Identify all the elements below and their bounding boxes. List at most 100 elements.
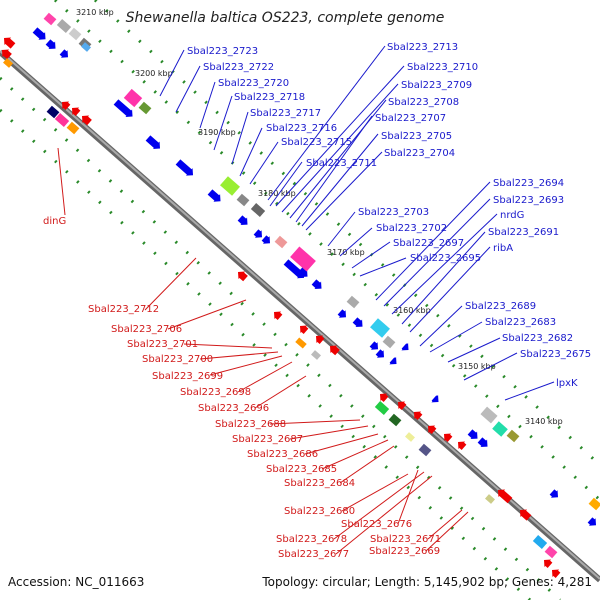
label-connector — [167, 299, 247, 330]
gene-label[interactable]: Sbal223_2710 — [407, 62, 478, 73]
label-connector — [401, 231, 486, 325]
forward-gene-arrow — [467, 429, 478, 440]
gene-label[interactable]: dinG — [43, 216, 66, 227]
bottom-label-connectors — [57, 147, 469, 555]
gene-label[interactable]: Sbal223_2689 — [465, 301, 536, 312]
gene-features — [2, 12, 600, 578]
tick-label: 3190 kbp — [198, 128, 236, 137]
gene-label[interactable]: Sbal223_2696 — [198, 403, 269, 414]
kbp-ticks: 3210 kbp 3200 kbp 3190 kbp 3180 kbp 3170… — [76, 8, 563, 426]
label-connector — [305, 151, 383, 231]
gene-label[interactable]: Sbal223_2716 — [266, 123, 337, 134]
label-connector — [341, 473, 409, 512]
label-connector — [289, 425, 369, 440]
reverse-gene-arrow — [444, 433, 453, 442]
label-connector — [289, 99, 387, 219]
cog-category-block — [295, 337, 307, 349]
gene-label[interactable]: Sbal223_2698 — [180, 387, 251, 398]
gene-label[interactable]: Sbal223_2715 — [281, 137, 352, 148]
gene-label[interactable]: Sbal223_2708 — [388, 97, 459, 108]
cog-category-block — [46, 105, 60, 119]
label-connector — [301, 133, 379, 227]
tick-label: 3170 kbp — [327, 248, 365, 257]
reverse-gene-arrow — [498, 489, 513, 504]
gene-label[interactable]: Sbal223_2706 — [111, 324, 182, 335]
gene-label[interactable]: Sbal223_2712 — [88, 304, 159, 315]
bottom-labels: dinG Sbal223_2712 Sbal223_2706 Sbal223_2… — [43, 216, 441, 560]
gene-label[interactable]: Sbal223_2705 — [381, 131, 452, 142]
label-connector — [339, 227, 373, 257]
gene-label[interactable]: Sbal223_2680 — [284, 506, 355, 517]
label-connector — [375, 181, 491, 301]
forward-gene-arrow — [401, 342, 409, 351]
gene-label[interactable]: Sbal223_2723 — [187, 46, 258, 57]
top-label-connectors — [159, 45, 555, 401]
label-connector — [213, 95, 233, 151]
reverse-gene-arrow — [520, 509, 532, 521]
cog-category-block — [492, 421, 508, 437]
forward-gene-arrow — [477, 437, 488, 448]
gene-label[interactable]: Sbal223_2713 — [387, 42, 458, 53]
forward-gene-arrow — [59, 49, 69, 58]
gene-label[interactable]: Sbal223_2699 — [152, 371, 223, 382]
label-connector — [504, 381, 555, 401]
gene-label[interactable]: Sbal223_2688 — [215, 419, 286, 430]
gene-label[interactable]: Sbal223_2717 — [250, 108, 321, 119]
reverse-gene-arrow — [330, 345, 340, 356]
accession-text: Accession: NC_011663 — [8, 575, 144, 589]
gene-label[interactable]: Sbal223_2694 — [493, 178, 564, 189]
cog-category-block — [43, 12, 57, 26]
gene-label[interactable]: Sbal223_2677 — [278, 549, 349, 560]
gene-label[interactable]: Sbal223_2718 — [234, 92, 305, 103]
gene-label[interactable]: Sbal223_2676 — [341, 519, 412, 530]
gene-label[interactable]: Sbal223_2675 — [520, 349, 591, 360]
forward-gene-arrow — [253, 229, 263, 238]
gene-label[interactable]: Sbal223_2671 — [370, 534, 441, 545]
cog-category-block — [54, 113, 70, 127]
gene-label[interactable]: Sbal223_2691 — [488, 227, 559, 238]
gene-label[interactable]: Sbal223_2711 — [306, 158, 377, 169]
gene-label[interactable]: Sbal223_2707 — [375, 113, 446, 124]
label-connector — [144, 257, 197, 311]
gene-label[interactable]: Sbal223_2684 — [284, 478, 355, 489]
label-connector — [175, 65, 201, 113]
label-connector — [275, 65, 405, 207]
forward-gene-arrow — [337, 309, 347, 318]
gene-label[interactable]: Sbal223_2687 — [232, 434, 303, 445]
gene-label[interactable]: Sbal223_2683 — [485, 317, 556, 328]
gene-label[interactable]: Sbal223_2695 — [410, 253, 481, 264]
forward-gene-arrow — [431, 394, 439, 403]
reverse-gene-arrow — [62, 101, 71, 110]
gene-label[interactable]: Sbal223_2693 — [493, 195, 564, 206]
label-connector — [295, 115, 373, 223]
gene-label[interactable]: Sbal223_2697 — [393, 238, 464, 249]
gene-label[interactable]: ribA — [493, 243, 513, 254]
cog-category-block — [480, 406, 498, 424]
label-connector — [304, 433, 379, 455]
gene-label[interactable]: Sbal223_2685 — [266, 464, 337, 475]
tick-label: 3140 kbp — [525, 417, 563, 426]
gene-label[interactable]: Sbal223_2722 — [203, 62, 274, 73]
gene-label[interactable]: Sbal223_2669 — [369, 546, 440, 557]
gene-label[interactable]: Sbal223_2682 — [502, 333, 573, 344]
gene-label[interactable]: Sbal223_2678 — [276, 534, 347, 545]
gene-label[interactable]: nrdG — [500, 210, 524, 221]
cog-category-block — [68, 27, 82, 41]
cog-category-block — [220, 176, 240, 196]
gene-label[interactable]: Sbal223_2703 — [358, 207, 429, 218]
gene-label[interactable]: Sbal223_2700 — [142, 354, 213, 365]
forward-gene-arrow — [113, 99, 133, 117]
gene-label[interactable]: Sbal223_2686 — [247, 449, 318, 460]
gene-label[interactable]: Sbal223_2720 — [218, 78, 289, 89]
cog-category-block — [250, 203, 266, 217]
reverse-gene-arrow — [398, 401, 407, 410]
gene-label[interactable]: Sbal223_2704 — [384, 148, 455, 159]
gene-label[interactable]: lpxK — [556, 378, 578, 389]
gene-label[interactable]: Sbal223_2709 — [401, 80, 472, 91]
gene-label[interactable]: Sbal223_2702 — [376, 223, 447, 234]
reverse-gene-arrow — [2, 49, 12, 60]
cog-category-block — [418, 443, 432, 457]
gene-label[interactable]: Sbal223_2701 — [127, 339, 198, 350]
tick-label: 3200 kbp — [135, 69, 173, 78]
reverse-gene-arrow — [414, 411, 423, 420]
